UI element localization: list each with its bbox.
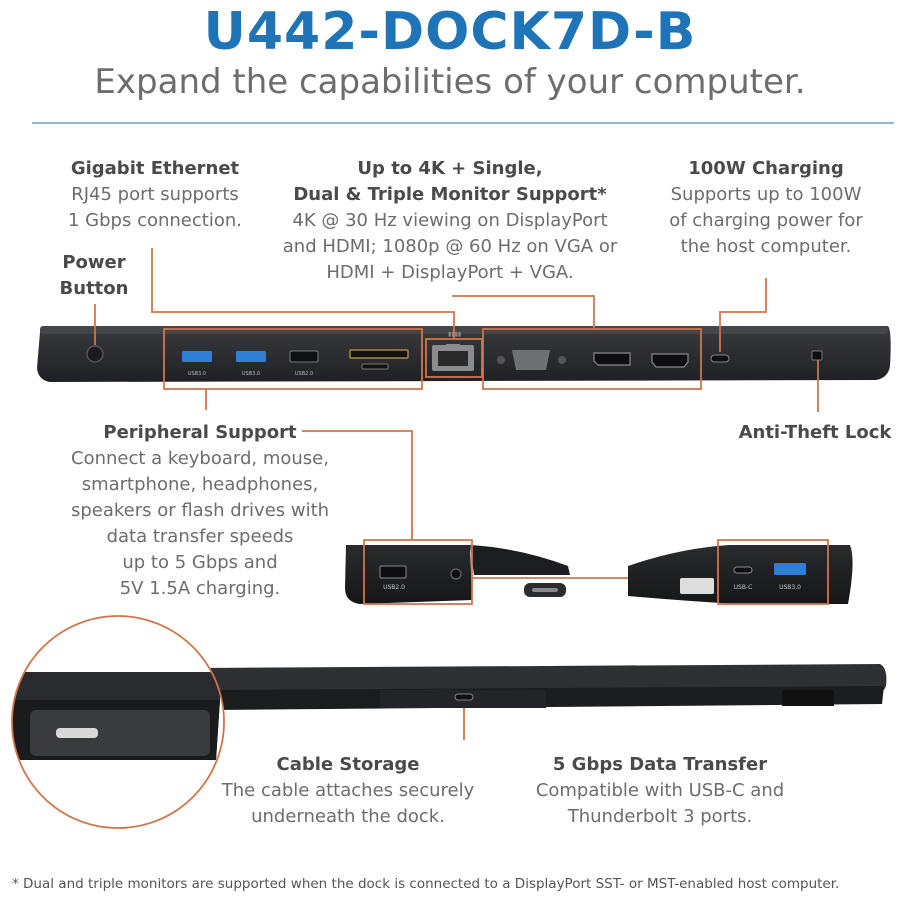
video-ports-highlight <box>482 328 702 390</box>
callout-power-button: Power Button <box>48 250 140 302</box>
callout-gigabit-ethernet: Gigabit Ethernet RJ45 port supports 1 Gb… <box>50 156 260 234</box>
callout-monitor-support: Up to 4K + Single, Dual & Triple Monitor… <box>262 156 638 286</box>
callout-body: Supports up to 100W of charging power fo… <box>669 184 863 257</box>
usb3-port-icon <box>182 351 212 362</box>
microsd-slot-icon <box>361 363 389 370</box>
peripheral-ports-highlight <box>163 328 423 390</box>
callout-cable-storage: Cable Storage The cable attaches securel… <box>210 752 486 830</box>
dock-front-view: ▮▮▮▮ <box>37 326 891 382</box>
port-label: USB-C <box>734 584 753 591</box>
port-label: USB3.0 <box>188 371 206 377</box>
port-label: USB3.0 <box>779 584 801 591</box>
usbc-connector-icon <box>56 728 98 738</box>
callout-heading: Anti-Theft Lock <box>738 422 892 443</box>
page-title: U442-DOCK7D-B <box>203 2 697 62</box>
usb3-port-icon <box>236 351 266 362</box>
header-divider <box>32 122 894 124</box>
callout-heading: Peripheral Support <box>103 422 297 443</box>
port-label: USB3.0 <box>242 371 260 377</box>
usbc-port-icon <box>733 566 753 574</box>
dock-right-side-view <box>628 539 853 605</box>
callout-body: 4K @ 30 Hz viewing on DisplayPort and HD… <box>282 210 618 283</box>
vga-port-icon <box>512 350 550 370</box>
usb2-port-icon <box>379 565 407 579</box>
lock-slot-icon <box>811 350 823 361</box>
callout-data-transfer: 5 Gbps Data Transfer Compatible with USB… <box>510 752 810 830</box>
dock-underside-view <box>200 664 887 710</box>
callout-body: Connect a keyboard, mouse, smartphone, h… <box>70 448 330 599</box>
callout-heading: 5 Gbps Data Transfer <box>552 754 768 775</box>
callout-heading: Power Button <box>59 252 129 299</box>
callout-100w-charging: 100W Charging Supports up to 100W of cha… <box>655 156 877 260</box>
usbc-port-icon <box>454 693 474 701</box>
port-label: USB2.0 <box>295 371 313 377</box>
callout-body: The cable attaches securely underneath t… <box>221 780 475 827</box>
usb2-port-icon <box>289 350 319 363</box>
callout-anti-theft-lock: Anti-Theft Lock <box>730 420 900 446</box>
sd-card-slot-icon <box>349 349 409 359</box>
footnote: * Dual and triple monitors are supported… <box>12 876 840 892</box>
callout-body: RJ45 port supports 1 Gbps connection. <box>68 184 242 231</box>
displayport-icon <box>593 352 631 366</box>
callout-heading: 100W Charging <box>688 158 844 179</box>
leader-lines <box>94 248 819 740</box>
dock-left-side-view <box>345 539 570 605</box>
hdmi-port-icon <box>651 353 689 368</box>
audio-jack-icon <box>450 568 462 580</box>
cable-storage-zoom <box>11 615 225 829</box>
callout-heading: Gigabit Ethernet <box>70 158 240 179</box>
page-subtitle: Expand the capabilities of your computer… <box>94 62 806 102</box>
callout-peripheral-support: Peripheral Support Connect a keyboard, m… <box>50 420 350 602</box>
callout-heading: Up to 4K + Single, Dual & Triple Monitor… <box>293 158 607 205</box>
power-button-icon <box>86 345 104 363</box>
usbc-cable-stored-icon <box>680 578 714 594</box>
usb3-port-icon <box>774 563 806 575</box>
port-label: USB2.0 <box>383 584 405 591</box>
callout-body: Compatible with USB-C and Thunderbolt 3 … <box>535 780 785 827</box>
callout-heading: Cable Storage <box>276 754 420 775</box>
usbc-power-port-icon <box>710 354 730 363</box>
